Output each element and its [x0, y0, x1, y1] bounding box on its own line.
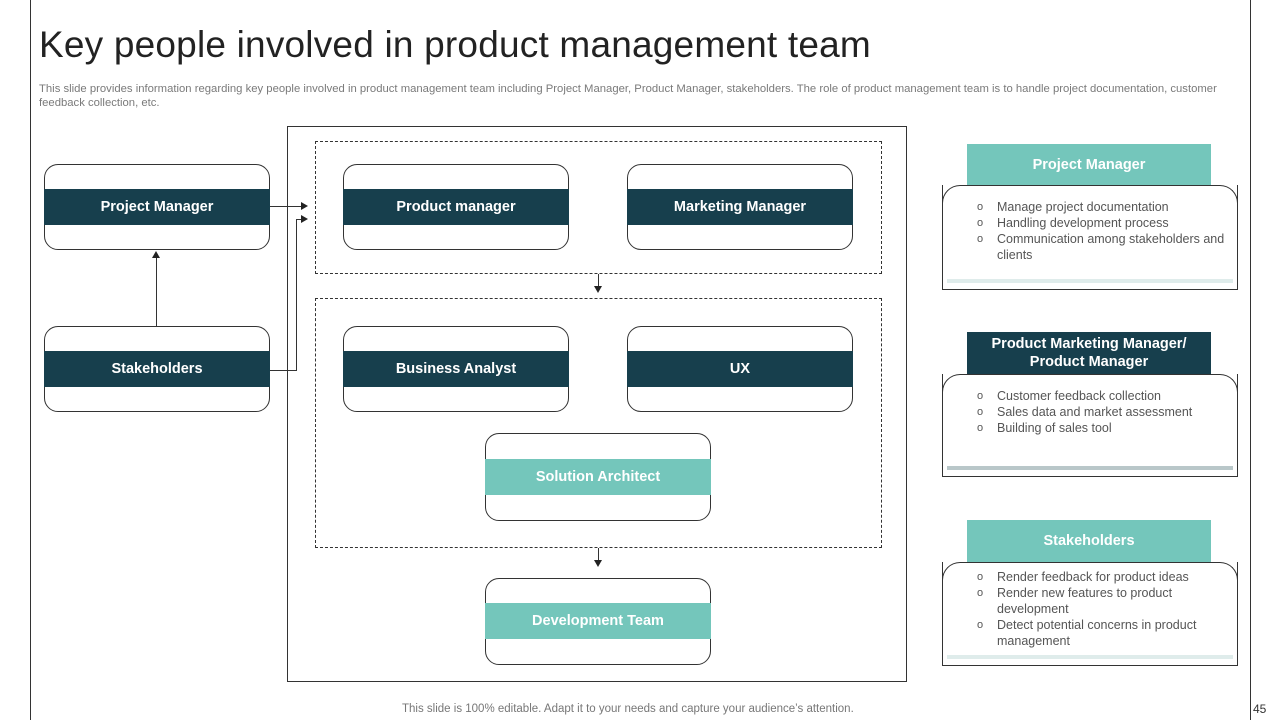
node-project-manager[interactable]: Project Manager: [44, 164, 270, 250]
node-label: Product manager: [343, 189, 569, 225]
list-item: Communication among stakeholders and cli…: [977, 231, 1237, 263]
arrow-right-icon: [301, 202, 308, 210]
group-management: [315, 141, 882, 274]
card-title: Stakeholders: [967, 520, 1211, 562]
list-item: Render feedback for product ideas: [977, 569, 1237, 585]
connector-stakeholders-vertical: [296, 219, 297, 371]
arrow-up-icon: [152, 251, 160, 258]
list-item: Customer feedback collection: [977, 388, 1237, 404]
list-item: Building of sales tool: [977, 420, 1237, 436]
connector-management-to-analysis: [598, 274, 599, 286]
card-underline: [947, 279, 1233, 283]
slide-border-right: [1250, 0, 1251, 720]
node-label: Marketing Manager: [627, 189, 853, 225]
team-container: [287, 126, 907, 682]
node-ux[interactable]: UX: [627, 326, 853, 412]
card-list: Manage project documentation Handling de…: [943, 185, 1237, 263]
connector-stakeholders-tip: [296, 219, 301, 220]
list-item: Sales data and market assessment: [977, 404, 1237, 420]
card-list: Customer feedback collection Sales data …: [943, 374, 1237, 436]
node-stakeholders[interactable]: Stakeholders: [44, 326, 270, 412]
arrow-down-icon: [594, 560, 602, 567]
list-item: Render new features to product developme…: [977, 585, 1237, 617]
footer-note: This slide is 100% editable. Adapt it to…: [402, 703, 854, 715]
slide-border-left: [30, 0, 31, 720]
list-item: Handling development process: [977, 215, 1237, 231]
slide-subtitle: This slide provides information regardin…: [39, 83, 1217, 109]
node-label: Solution Architect: [485, 459, 711, 495]
arrow-right-icon: [301, 215, 308, 223]
arrow-down-icon: [594, 286, 602, 293]
node-label: Stakeholders: [44, 351, 270, 387]
card-body: Customer feedback collection Sales data …: [942, 374, 1238, 477]
node-label: UX: [627, 351, 853, 387]
connector-pm-to-team: [270, 206, 301, 207]
node-label: Business Analyst: [343, 351, 569, 387]
connector-stakeholders-to-pm: [156, 258, 157, 326]
card-body: Render feedback for product ideas Render…: [942, 562, 1238, 666]
node-label: Project Manager: [44, 189, 270, 225]
group-analysis: [315, 298, 882, 548]
node-marketing-manager[interactable]: Marketing Manager: [627, 164, 853, 250]
connector-stakeholders-to-team: [270, 370, 296, 371]
list-item: Detect potential concerns in product man…: [977, 617, 1237, 649]
node-product-manager[interactable]: Product manager: [343, 164, 569, 250]
card-underline: [947, 655, 1233, 659]
connector-analysis-to-dev: [598, 548, 599, 560]
card-list: Render feedback for product ideas Render…: [943, 562, 1237, 649]
node-solution-architect[interactable]: Solution Architect: [485, 433, 711, 521]
card-body: Manage project documentation Handling de…: [942, 185, 1238, 290]
slide-title: Key people involved in product managemen…: [39, 24, 871, 65]
card-title: Product Marketing Manager/ Product Manag…: [967, 332, 1211, 374]
list-item: Manage project documentation: [977, 199, 1237, 215]
card-underline: [947, 466, 1233, 470]
card-title: Project Manager: [967, 144, 1211, 185]
node-label: Development Team: [485, 603, 711, 639]
node-development-team[interactable]: Development Team: [485, 578, 711, 665]
node-business-analyst[interactable]: Business Analyst: [343, 326, 569, 412]
page-number: 45: [1253, 702, 1267, 716]
